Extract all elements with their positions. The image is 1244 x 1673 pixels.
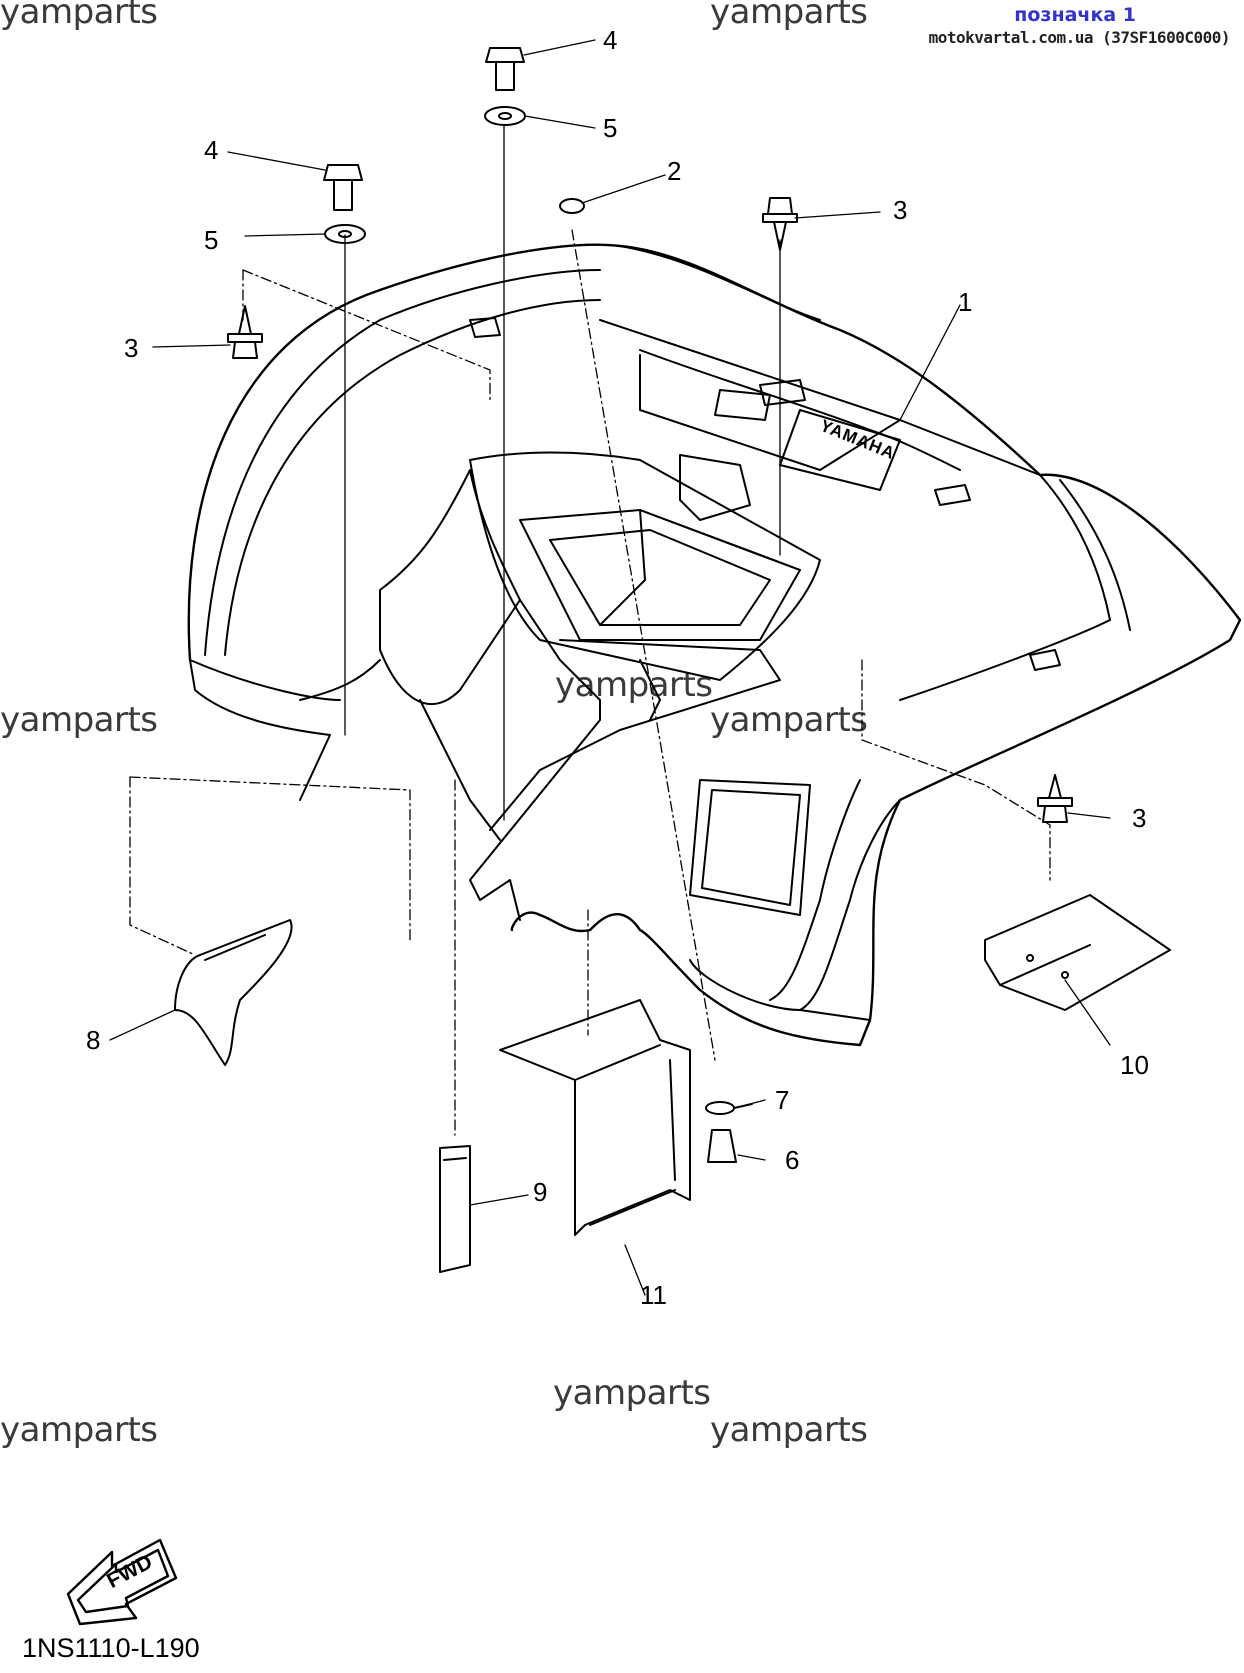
watermark: yamparts [710,700,868,740]
bolt-icon [323,164,363,211]
reflector-plate [439,1145,471,1273]
screw-icon [762,197,798,251]
callout-9: 9 [533,1177,548,1207]
grommet-icon [559,198,585,214]
washer-icon [338,230,352,238]
vertical-axes [344,124,781,821]
bolt-icon [485,47,525,91]
nut-icon [707,1129,737,1163]
diagram-code: 1NS1110-L190 [22,1633,200,1663]
callout-11: 11 [640,1280,667,1310]
leader-lines [129,229,1051,1136]
header-title: позначка 1 [1014,4,1136,26]
rear-fender-body [187,243,1242,1047]
callout-10: 10 [1120,1050,1149,1080]
watermark: yamparts [710,0,868,32]
callout-8: 8 [86,1025,101,1055]
clip-icon [705,1101,735,1115]
callout-2: 2 [667,156,682,186]
inner-guard [499,999,691,1236]
callout-5-left: 5 [204,225,219,255]
mud-flap [174,919,293,1066]
watermark: yamparts [0,700,158,740]
watermark: yamparts [710,1410,868,1450]
callout-3-right: 3 [893,195,908,225]
callout-6: 6 [785,1145,800,1175]
screw-icon [1037,774,1073,823]
watermark: yamparts [553,1373,711,1413]
callout-3-lower: 3 [1132,803,1147,833]
callout-7: 7 [775,1085,790,1115]
watermark: yamparts [0,1410,158,1450]
fwd-arrow-icon [66,1538,178,1626]
callout-5-top: 5 [603,113,618,143]
washer-icon [484,106,526,126]
washer-icon [498,112,512,120]
callout-leaders [109,39,1111,1296]
header-source: motokvartal.com.ua (37SF1600C000) [928,28,1231,47]
watermark: yamparts [0,0,158,32]
callout-1: 1 [958,287,973,317]
screw-icon [227,305,263,359]
callout-4-left: 4 [204,135,219,165]
callout-4-top: 4 [603,25,618,55]
heat-guard [984,894,1171,1011]
callout-3-left: 3 [124,333,139,363]
